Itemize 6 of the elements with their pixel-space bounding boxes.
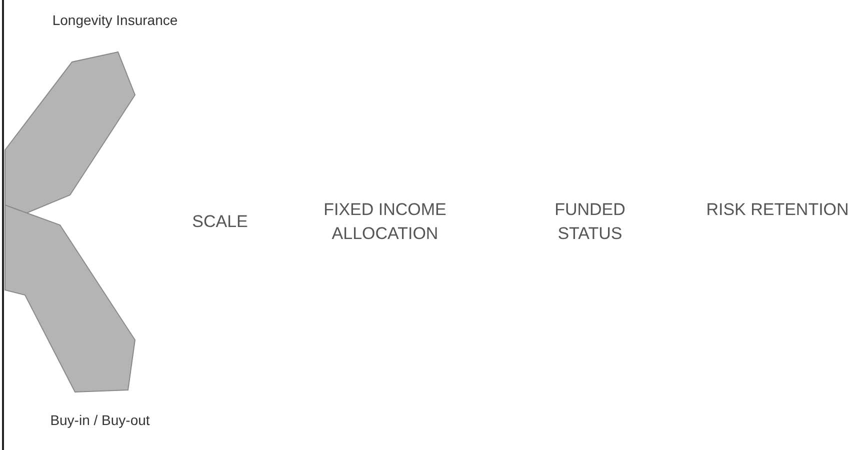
column-heading: FUNDED STATUS: [554, 199, 626, 245]
axis-label: Buy-in / Buy-out: [49, 411, 151, 430]
column-heading: SCALE: [191, 211, 249, 233]
column-heading: FIXED INCOME ALLOCATION: [322, 199, 448, 245]
axis-label: Longevity Insurance: [51, 11, 179, 30]
column-heading: RISK RETENTION: [705, 199, 850, 221]
